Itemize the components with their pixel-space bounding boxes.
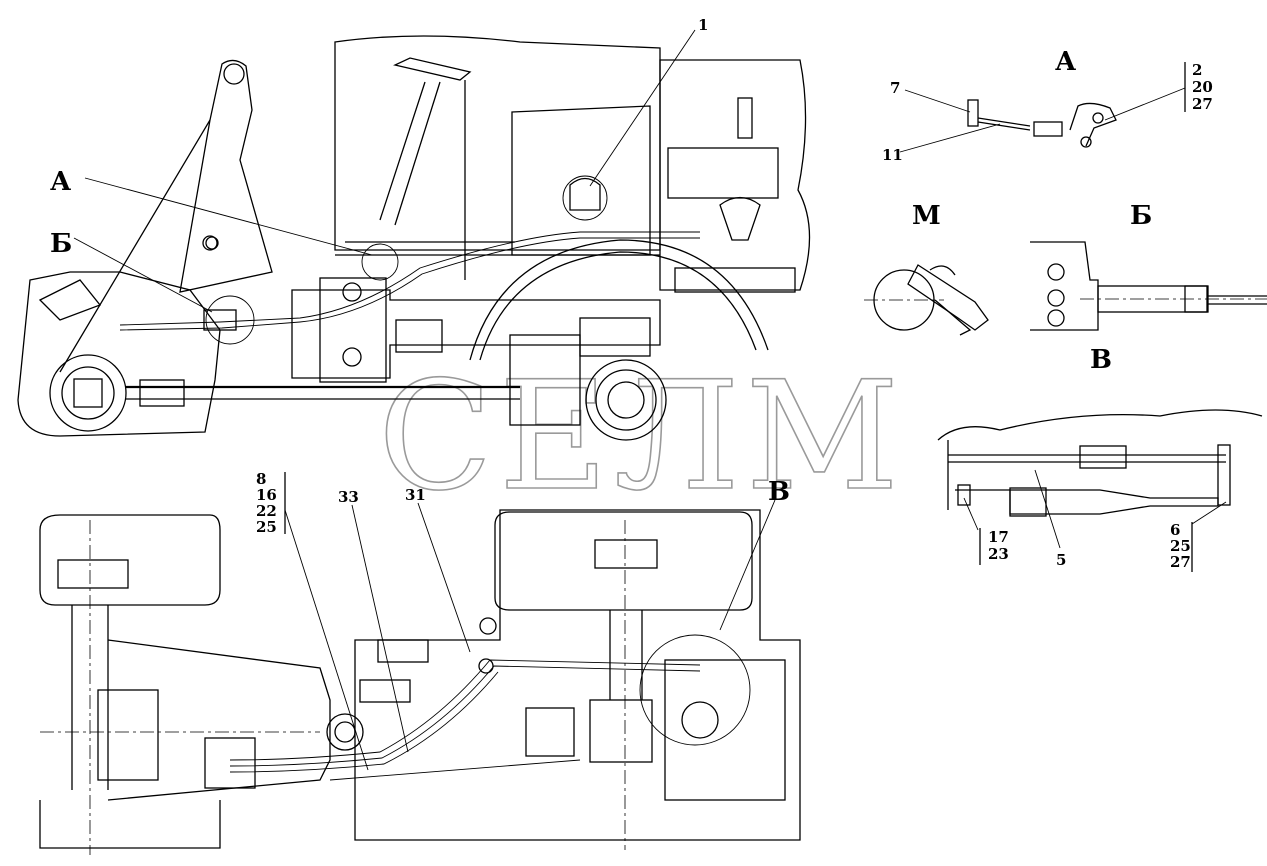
view-b-drawing xyxy=(1030,241,1267,331)
top-group-25: 25 xyxy=(256,518,277,536)
top-group-16: 16 xyxy=(256,486,277,504)
view-a-letter: А xyxy=(1055,47,1076,77)
view-a-callout-7: 7 xyxy=(890,79,900,97)
marker-b: Б xyxy=(50,229,72,259)
view-v-callout-5: 5 xyxy=(1056,551,1066,569)
view-v-letter: В xyxy=(1090,345,1112,375)
view-v-group-23: 23 xyxy=(988,545,1009,563)
top-view-drawing xyxy=(39,472,801,855)
view-v-group-25: 25 xyxy=(1170,537,1191,555)
top-marker-v: В xyxy=(768,477,790,507)
top-group-22: 22 xyxy=(256,502,277,520)
view-v-group-17: 17 xyxy=(988,528,1009,546)
view-a-group-2: 2 xyxy=(1192,61,1202,79)
top-callout-33: 33 xyxy=(338,488,359,506)
view-v-group-6: 6 xyxy=(1170,521,1180,539)
view-a-group-27: 27 xyxy=(1192,95,1213,113)
view-a-callout-11: 11 xyxy=(882,146,903,164)
view-m-drawing xyxy=(864,264,989,336)
top-callout-31: 31 xyxy=(405,486,426,504)
top-group-8: 8 xyxy=(256,470,266,488)
view-a-drawing xyxy=(899,62,1186,153)
view-a-group-20: 20 xyxy=(1192,78,1213,96)
callout-1: 1 xyxy=(698,16,708,34)
watermark-text: СЕЛМ xyxy=(378,350,905,524)
view-v-group-27: 27 xyxy=(1170,553,1191,571)
marker-a: А xyxy=(50,167,71,197)
view-m-letter: М xyxy=(912,201,941,231)
view-v-drawing xyxy=(937,409,1263,572)
side-view-drawing xyxy=(17,29,811,441)
view-b-letter: Б xyxy=(1130,201,1152,231)
